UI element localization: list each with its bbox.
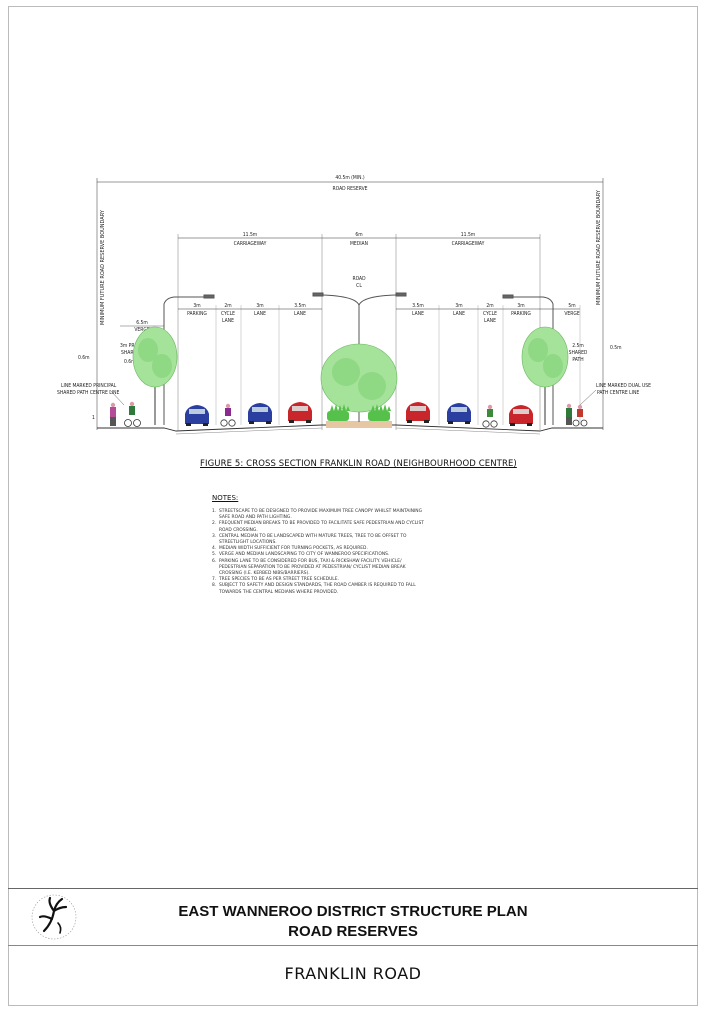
right-lane-name-0: LANE	[412, 311, 424, 317]
right-lane-name-1: LANE	[453, 311, 465, 317]
left-line-note-2: SHARED PATH CENTRE LINE	[57, 390, 119, 396]
right-lane-width-1: 3m	[455, 303, 462, 309]
right-lane-width-2: 2m	[486, 303, 493, 309]
pedestrian-left	[110, 402, 116, 426]
right-verge-labels: 2.5m SHARED PATH 0.5m LINE MARKED DUAL U…	[569, 343, 651, 406]
right-path-label: SHARED	[569, 350, 588, 356]
note-line: 2. FREQUENT MEDIAN BREAKS TO BE PROVIDED…	[212, 521, 424, 527]
road-name-subtitle: FRANKLIN ROAD	[284, 964, 422, 983]
right-carriageway-width: 11.5m	[461, 232, 475, 238]
right-lane-width-0: 3.5m	[412, 303, 424, 309]
note-line: CROSSING (I.E. KERBED NIBS/BARRIERS).	[212, 571, 310, 577]
right-line-note-2: PATH CENTRE LINE	[597, 390, 639, 396]
right-lane-name-3: PARKING	[511, 311, 531, 317]
note-line: 6. PARKING LANE TO BE CONSIDERED FOR BUS…	[212, 558, 402, 564]
left-lane-width-3: 3.5m	[294, 303, 306, 309]
right-lane-width-4: 5m	[568, 303, 575, 309]
note-line: 5. VERGE AND MEDIAN LANDSCAPING TO CITY …	[212, 552, 390, 558]
left-offset-b: 0.6m	[124, 359, 136, 365]
left-lane-width-0: 3m	[193, 303, 200, 309]
right-tree	[521, 326, 569, 425]
right-path-label-2: PATH	[572, 357, 583, 363]
right-lane-name-2: CYCLE	[483, 311, 497, 317]
right-line-note-1: LINE MARKED DUAL USE	[596, 383, 651, 389]
left-tree	[132, 326, 178, 425]
note-line: 7. TREE SPECIES TO BE AS PER STREET TREE…	[212, 577, 339, 583]
left-lane-name-2: LANE	[254, 311, 266, 317]
left-verge-label: VERGE	[134, 327, 150, 333]
left-line-note-1: LINE MARKED PRINCIPAL	[61, 383, 117, 389]
left-lane-name-3: LANE	[294, 311, 306, 317]
median-tree	[320, 343, 398, 413]
right-offset: 0.5m	[610, 345, 622, 351]
left-level: 1	[92, 415, 95, 421]
road-cl-label-2: CL	[356, 283, 362, 289]
note-line: TOWARDS THE CENTRAL MEDIANS WHERE PROVID…	[212, 589, 339, 595]
left-offset-a: 0.6m	[78, 355, 90, 361]
people	[110, 401, 588, 428]
car-blue-left-1	[185, 405, 209, 426]
left-lane-labels: 3m PARKING 2m CYCLE LANE 3m LANE 3.5m LA…	[187, 303, 306, 324]
cyclist-left-lane	[220, 403, 236, 427]
note-line: PEDESTRIAN SEPARATION TO BE PROVIDED AT …	[212, 564, 406, 570]
figure-caption: FIGURE 5: CROSS SECTION FRANKLIN ROAD (N…	[200, 459, 517, 469]
right-lane-name-4: VERGE	[564, 311, 580, 317]
note-line: 1. STREETSCAPE TO BE DESIGNED TO PROVIDE…	[212, 509, 422, 514]
notes-list: 1. STREETSCAPE TO BE DESIGNED TO PROVIDE…	[212, 509, 472, 596]
right-path-width: 2.5m	[572, 343, 584, 349]
left-lane-width-1: 2m	[224, 303, 231, 309]
left-lane-width-2: 3m	[256, 303, 263, 309]
street-lights	[163, 292, 554, 425]
left-lane-name-0: PARKING	[187, 311, 207, 317]
title-line-1: EAST WANNEROO DISTRICT STRUCTURE PLAN	[178, 903, 528, 920]
lane-dimension-lines	[178, 305, 581, 425]
right-lane-name2-2: LANE	[484, 318, 496, 324]
left-carriageway-label: CARRIAGEWAY	[234, 241, 267, 247]
car-red-left	[288, 402, 312, 423]
trees	[132, 326, 569, 425]
left-boundary-label: MINIMUM FUTURE ROAD RESERVE BOUNDARY	[100, 209, 106, 325]
left-lane-name2-1: LANE	[222, 318, 234, 324]
right-lane-labels: 3.5m LANE 3m LANE 2m CYCLE LANE 3m PARKI…	[412, 303, 580, 324]
right-carriageway-label: CARRIAGEWAY	[452, 241, 485, 247]
note-line: STREETLIGHT LOCATIONS.	[212, 540, 277, 546]
road-reserve-label: ROAD RESERVE	[333, 186, 368, 192]
title-line-2: ROAD RESERVES	[288, 923, 418, 940]
title-block: EAST WANNEROO DISTRICT STRUCTURE PLAN RO…	[8, 888, 698, 946]
left-lane-name-1: CYCLE	[221, 311, 235, 317]
road-reserve-width: 40.5m (MIN.)	[335, 175, 365, 181]
cyclist-right-lane	[482, 404, 498, 428]
right-lane-width-3: 3m	[517, 303, 524, 309]
cyclist-right	[572, 404, 588, 427]
carriageway-dimensions: 11.5m CARRIAGEWAY 6m MEDIAN 11.5m CARRIA…	[177, 232, 541, 430]
car-blue-left-2	[248, 403, 272, 424]
road-surface	[97, 421, 603, 435]
median-width: 6m	[355, 232, 362, 238]
notes-title: NOTES:	[212, 494, 239, 502]
cyclist-left	[124, 401, 141, 427]
note-line: 3. CENTRAL MEDIAN TO BE LANDSCAPED WITH …	[212, 533, 407, 539]
road-reserve-dimension: 40.5m (MIN.) ROAD RESERVE	[96, 175, 604, 430]
median-label: MEDIAN	[350, 241, 368, 247]
cars	[185, 402, 533, 426]
median-plants	[327, 404, 391, 421]
note-line: 4. MEDIAN WIDTH SUFFICIENT FOR TURNING P…	[212, 546, 368, 552]
car-red-right-2	[509, 405, 533, 426]
note-line: SAFE ROAD AND PATH LIGHTING.	[212, 515, 292, 521]
note-line: 8. SUBJECT TO SAFETY AND DESIGN STANDARD…	[212, 583, 416, 589]
note-line: ROAD CROSSING.	[212, 527, 258, 533]
drawing-sheet	[8, 6, 698, 1006]
kangaroo-paw-logo-icon	[31, 894, 77, 940]
pedestrian-right	[566, 403, 572, 425]
car-red-right-1	[406, 402, 430, 423]
median-soil	[326, 421, 392, 428]
car-blue-right	[447, 403, 471, 424]
left-carriageway-width: 11.5m	[243, 232, 257, 238]
right-boundary-label: MINIMUM FUTURE ROAD RESERVE BOUNDARY	[596, 189, 602, 305]
left-verge-width: 6.5m	[136, 320, 148, 326]
road-cl-label: ROAD	[352, 276, 366, 282]
